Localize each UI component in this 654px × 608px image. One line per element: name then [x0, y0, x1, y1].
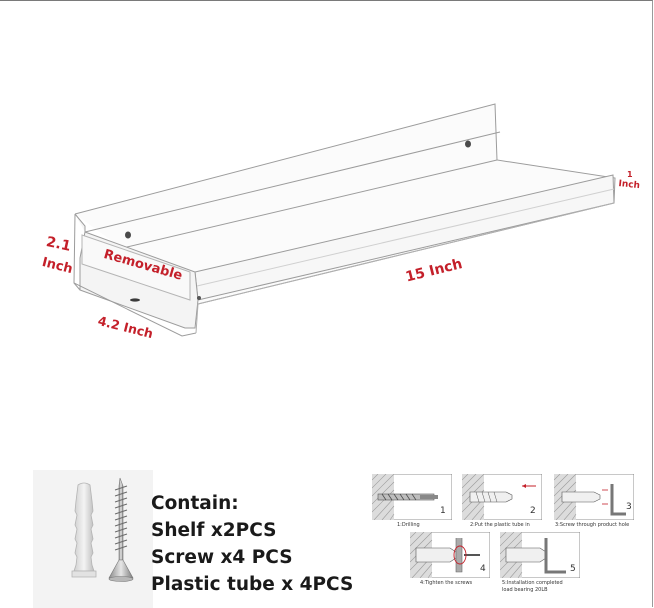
mounting-hole [125, 231, 131, 239]
step-caption: 2:Put the plastic tube in [470, 522, 530, 528]
step-caption: 3:Screw through product hole [555, 522, 630, 528]
step-number: 3 [626, 502, 632, 512]
screw-image [108, 477, 134, 582]
step-caption: 1:Drilling [397, 522, 420, 528]
lip-dimension-value: 1 [627, 170, 633, 179]
install-step-3: 3 [554, 474, 634, 520]
step-number: 1 [440, 506, 446, 516]
tighten-screws-diagram [410, 532, 490, 578]
contents-item-plastic-tube: Plastic tube x 4PCS [151, 574, 354, 595]
mounting-hole [465, 140, 471, 148]
installation-complete-diagram [500, 532, 580, 578]
step-number: 2 [530, 506, 536, 516]
install-step-1: 1 [372, 474, 452, 520]
install-step-2: 2 [462, 474, 542, 520]
contents-item-shelf: Shelf x2PCS [151, 520, 277, 541]
package-contents: Contain: Shelf x2PCS Screw x4 PCS Plasti… [151, 490, 353, 598]
contents-heading: Contain: [151, 493, 239, 514]
lip-dimension-unit: Inch [617, 179, 641, 192]
install-step-4: 4 [410, 532, 490, 578]
drilling-diagram [372, 474, 452, 520]
step-number: 4 [480, 564, 486, 574]
screw-through-hole-diagram [554, 474, 634, 520]
contents-item-screw: Screw x4 PCS [151, 547, 293, 568]
install-step-5: 5 [500, 532, 580, 578]
plastic-anchor-image [71, 482, 97, 578]
insert-tube-diagram [462, 474, 542, 520]
step-caption: 5:Installation completed [502, 580, 563, 586]
step-caption: 4:Tighten the screws [420, 580, 473, 586]
step-caption-detail: load bearing 20LB [502, 587, 548, 593]
step-number: 5 [570, 564, 576, 574]
